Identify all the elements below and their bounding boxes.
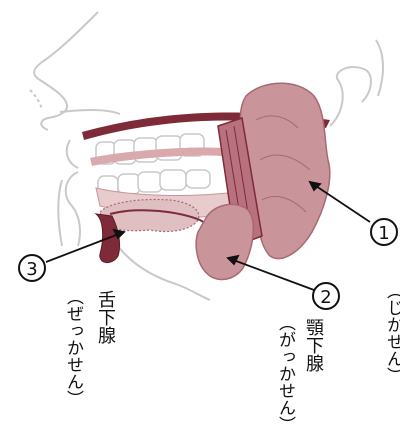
- sublingual-label: 舌下腺: [96, 290, 114, 344]
- marker-1: 1: [371, 219, 397, 245]
- parotid-reading-partial: （じかせん）: [384, 282, 400, 384]
- submandibular-reading: （がっかせん）: [276, 314, 293, 433]
- marker-1-number: 1: [378, 223, 389, 244]
- marker-2-number: 2: [320, 287, 331, 308]
- nose-dashed-line: [30, 90, 42, 110]
- marker-3: 3: [19, 255, 45, 281]
- marker-3-number: 3: [26, 259, 37, 280]
- submandibular-label: 顎下腺: [304, 318, 322, 372]
- marker-2: 2: [313, 283, 339, 309]
- sublingual-reading: （ぜっかせん）: [64, 288, 81, 407]
